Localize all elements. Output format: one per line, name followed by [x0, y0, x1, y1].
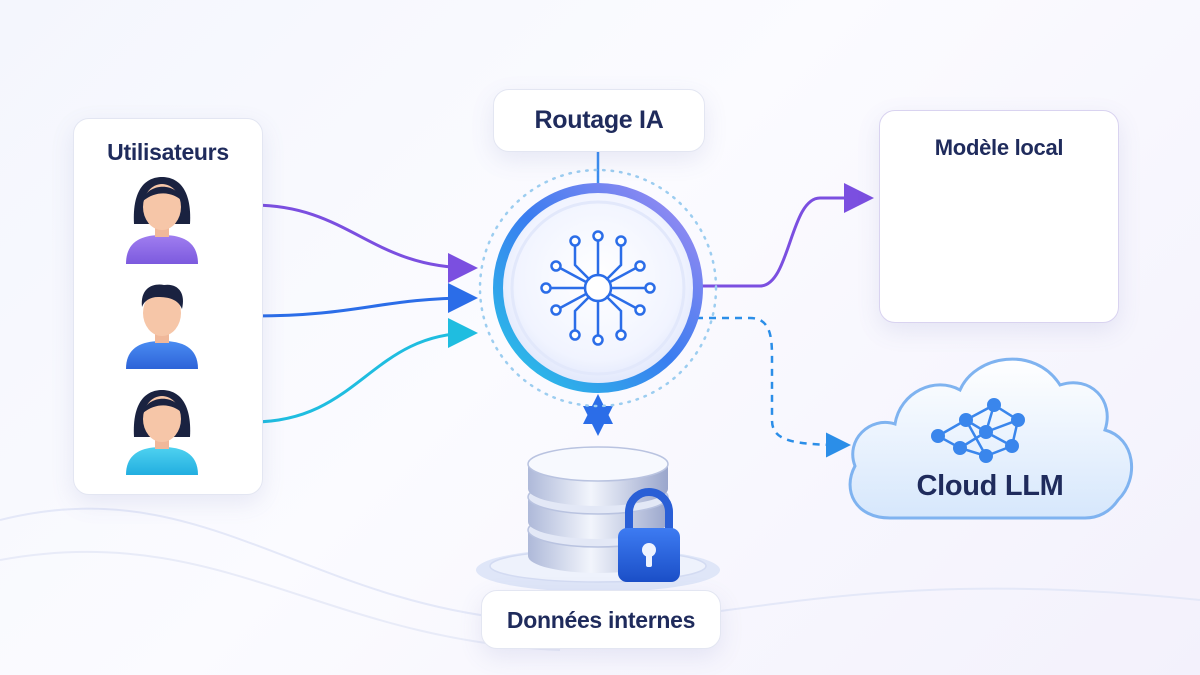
- local-model-title: Modèle local: [934, 135, 1064, 160]
- database-icon: [476, 446, 720, 592]
- network-graph-nodes: [931, 398, 1025, 463]
- users-title: Utilisateurs: [107, 139, 229, 165]
- data-title: Données internes: [506, 607, 696, 633]
- user-man-blue-avatar: [126, 284, 198, 369]
- cloud-title: Cloud LLM: [916, 470, 1064, 502]
- connector-user-3: [251, 318, 478, 424]
- lock-icon: [618, 488, 680, 582]
- local-model-card: Modèle local: [879, 110, 1119, 323]
- neural-network-icon: [548, 238, 648, 338]
- users-card: Utilisateurs: [73, 118, 263, 495]
- user-avatars: [126, 177, 198, 475]
- background-wave: [0, 550, 561, 651]
- connector-user-2: [251, 283, 478, 318]
- connector-hub-local: [698, 183, 874, 288]
- cloud-icon: [848, 357, 1133, 520]
- connector-hub-cloud: [696, 316, 851, 458]
- connector-user-1: [251, 203, 478, 283]
- data-label: Données internes: [481, 590, 721, 649]
- router-hub: [478, 168, 718, 408]
- user-woman-cyan-avatar: [126, 390, 198, 475]
- router-label: Routage IA: [493, 89, 705, 152]
- user-woman-purple-avatar: [126, 177, 198, 264]
- router-title: Routage IA: [534, 106, 664, 134]
